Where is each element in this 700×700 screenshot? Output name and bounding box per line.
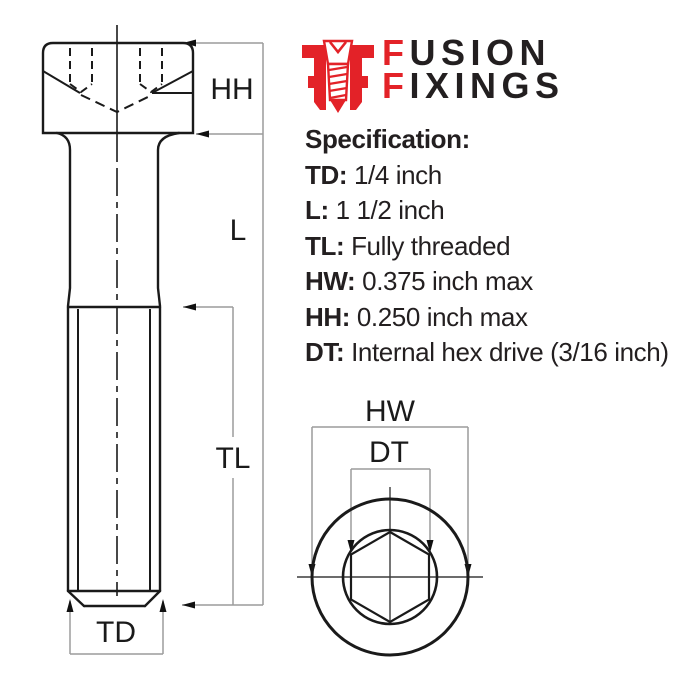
spec-row-tl: TL: Fully threaded xyxy=(305,229,700,265)
hex-drive-polygon xyxy=(349,530,431,624)
hex-socket-hidden-lines xyxy=(69,48,163,114)
spec-row-hw: HW: 0.375 inch max xyxy=(305,264,700,300)
spec-label-tl: TL: xyxy=(305,230,345,261)
dim-label-thread-diameter: TD xyxy=(96,616,136,649)
dim-label-drive-size: DT xyxy=(369,436,409,469)
spec-value-l: 1 1/2 inch xyxy=(335,195,445,225)
shank-left-edge xyxy=(55,131,72,308)
head-outer-circle xyxy=(310,497,470,657)
spec-row-hh: HH: 0.250 inch max xyxy=(305,300,700,336)
fusion-fixings-logo: FUSION FIXINGS xyxy=(298,35,559,116)
dimension-lines xyxy=(69,42,469,655)
logo-line-fusion: FUSION xyxy=(382,35,565,71)
spec-label-td: TD: xyxy=(305,159,348,190)
specification-heading: Specification: xyxy=(305,124,470,154)
specification-block: Specification: TD: 1/4 inch L: 1 1/2 inc… xyxy=(305,122,700,371)
logo-fixings-rest: IXINGS xyxy=(409,65,565,106)
shank-right-edge xyxy=(156,131,181,308)
logo-fixings-initial: F xyxy=(382,65,410,106)
screw-side-view xyxy=(41,25,195,608)
screw-top-view xyxy=(297,487,483,657)
spec-label-hh: HH: xyxy=(305,301,351,332)
spec-value-hh: 0.250 inch max xyxy=(356,301,528,332)
dim-label-head-width: HW xyxy=(365,395,416,428)
logo-wordmark: FUSION FIXINGS xyxy=(382,35,565,104)
spec-row-l: L: 1 1/2 inch xyxy=(305,193,700,229)
logo-screw-icon xyxy=(322,39,354,113)
logo-letter-f-right xyxy=(350,45,374,110)
dim-label-thread-length: TL xyxy=(215,442,250,475)
spec-row-td: TD: 1/4 inch xyxy=(305,158,700,194)
threaded-section xyxy=(66,305,162,608)
spec-value-tl: Fully threaded xyxy=(351,230,511,261)
socket-inner-circle xyxy=(341,528,439,626)
spec-label-dt: DT: xyxy=(305,337,345,367)
spec-label-hw: HW: xyxy=(305,266,356,296)
logo-fusion-initial: F xyxy=(382,32,410,73)
fusion-fixings-logo-icon xyxy=(302,39,374,113)
screw-head-outline xyxy=(41,41,195,135)
logo-line-fixings: FIXINGS xyxy=(382,68,565,104)
logo-letter-f-left xyxy=(302,45,326,110)
spec-value-td: 1/4 inch xyxy=(353,159,442,190)
dim-label-head-height: HH xyxy=(210,73,253,106)
spec-label-l: L: xyxy=(305,195,329,225)
dim-label-length: L xyxy=(230,214,247,247)
spec-row-dt: DT: Internal hex drive (3/16 inch) xyxy=(305,335,700,371)
spec-value-hw: 0.375 inch max xyxy=(362,266,533,296)
spec-value-dt: Internal hex drive (3/16 inch) xyxy=(351,337,669,367)
logo-fusion-rest: USION xyxy=(409,32,552,73)
